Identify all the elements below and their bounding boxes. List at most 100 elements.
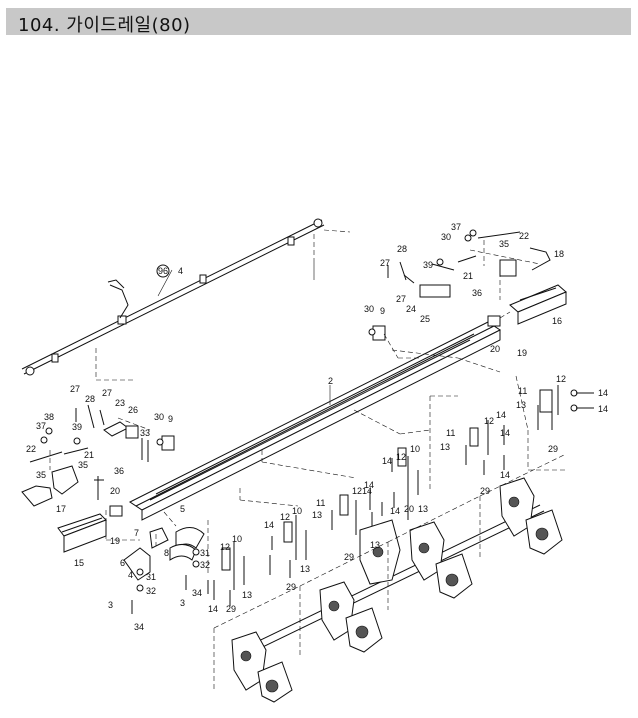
- part-number-label: 25: [420, 314, 430, 324]
- part-number-label: 36: [472, 288, 482, 298]
- part-number-label: 6: [120, 558, 125, 568]
- part-number-label: 10: [410, 444, 420, 454]
- part-number-label: 18: [554, 249, 564, 259]
- part-number-label: 16: [552, 316, 562, 326]
- part-number-label: 12: [484, 416, 494, 426]
- part-number-label: 32: [200, 560, 210, 570]
- part-number-label: 13: [242, 590, 252, 600]
- part-number-label: 14: [364, 480, 374, 490]
- part-number-label: 15: [74, 558, 84, 568]
- part-number-label: 4: [178, 266, 183, 276]
- part-number-label: 31: [146, 572, 156, 582]
- part-number-label: 22: [519, 231, 529, 241]
- part-number-label: 9: [380, 306, 385, 316]
- part-number-label: 14: [500, 470, 510, 480]
- part-number-label: 31: [200, 548, 210, 558]
- left-end-assembly: [21, 404, 175, 553]
- part-number-label: 12: [220, 542, 230, 552]
- part-number-label: 14: [500, 428, 510, 438]
- part-number-label: 33: [140, 428, 150, 438]
- part-number-label: 96: [158, 266, 168, 276]
- main-guide-rail: [129, 321, 501, 521]
- part-number-label: 30: [364, 304, 374, 314]
- part-number-label: 29: [344, 552, 354, 562]
- part-number-label: 35: [78, 460, 88, 470]
- part-number-label: 11: [518, 386, 527, 396]
- part-number-label: 13: [440, 442, 450, 452]
- part-number-label: 14: [598, 388, 608, 398]
- part-number-label: 13: [300, 564, 310, 574]
- title-bar: 104. 가이드레일(80): [6, 8, 631, 36]
- part-number-label: 30: [441, 232, 451, 242]
- part-number-label: 26: [128, 405, 138, 415]
- part-number-label: 14: [362, 486, 372, 496]
- page-title: 104. 가이드레일(80): [18, 15, 191, 36]
- part-number-label: 29: [480, 486, 490, 496]
- part-number-label: 14: [382, 456, 392, 466]
- part-number-label: 20: [490, 344, 500, 354]
- part-number-label: 27: [70, 384, 80, 394]
- part-number-label: 27: [380, 258, 390, 268]
- part-number-label: 39: [72, 422, 82, 432]
- part-number-label: 3: [108, 600, 113, 610]
- part-number-label: 29: [286, 582, 296, 592]
- part-number-label: 9: [168, 414, 173, 424]
- lower-left-parts: [123, 511, 209, 614]
- part-number-label: 13: [516, 400, 526, 410]
- part-number-label: 14: [390, 506, 400, 516]
- callout-circle-icon: [156, 264, 170, 278]
- part-number-label: 12: [280, 512, 290, 522]
- part-number-label: 12: [396, 452, 406, 462]
- part-number-label: 20: [404, 504, 414, 514]
- part-number-label: 14: [208, 604, 218, 614]
- part-number-label: 2: [328, 376, 333, 386]
- part-number-label: 12: [352, 486, 362, 496]
- part-number-label: 12: [556, 374, 566, 384]
- part-number-label: 13: [312, 510, 322, 520]
- part-number-label: 32: [146, 586, 156, 596]
- part-number-label: 13: [370, 540, 380, 550]
- part-number-label: 37: [451, 222, 461, 232]
- part-number-label: 29: [226, 604, 236, 614]
- center-bracket-group: [207, 450, 383, 606]
- part-number-label: 8: [164, 548, 169, 558]
- part-number-label: 10: [232, 534, 242, 544]
- part-number-label: 3: [180, 598, 185, 608]
- part-number-label: 28: [397, 244, 407, 254]
- upper-shaft: [21, 218, 351, 381]
- part-number-label: 19: [517, 348, 527, 358]
- part-number-label: 27: [396, 294, 406, 304]
- part-number-label: 21: [463, 271, 473, 281]
- part-number-label: 28: [85, 394, 95, 404]
- part-number-label: 21: [84, 450, 94, 460]
- part-number-label: 11: [316, 498, 325, 508]
- part-number-label: 35: [36, 470, 46, 480]
- part-number-label: 14: [496, 410, 506, 420]
- right-end-rail: [368, 229, 567, 359]
- part-number-label: 39: [423, 260, 433, 270]
- part-number-label: 35: [499, 239, 509, 249]
- part-number-label: 29: [548, 444, 558, 454]
- part-number-label: 5: [180, 504, 185, 514]
- part-number-label: 24: [406, 304, 416, 314]
- part-number-label: 22: [26, 444, 36, 454]
- part-number-label: 14: [264, 520, 274, 530]
- part-number-label: 19: [110, 536, 120, 546]
- part-number-label: 17: [56, 504, 66, 514]
- part-number-label: 10: [292, 506, 302, 516]
- part-number-label: 27: [102, 388, 112, 398]
- part-number-label: 36: [114, 466, 124, 476]
- middle-bracket-group: [353, 395, 505, 520]
- part-number-label: 23: [115, 398, 125, 408]
- part-number-label: 37: [36, 421, 46, 431]
- part-number-label: 38: [44, 412, 54, 422]
- part-number-label: 11: [446, 428, 455, 438]
- part-number-label: 34: [134, 622, 144, 632]
- part-number-label: 14: [598, 404, 608, 414]
- gearbox-drive-assembly: [213, 453, 567, 703]
- part-number-label: 20: [110, 486, 120, 496]
- part-number-label: 13: [418, 504, 428, 514]
- part-number-label: 30: [154, 412, 164, 422]
